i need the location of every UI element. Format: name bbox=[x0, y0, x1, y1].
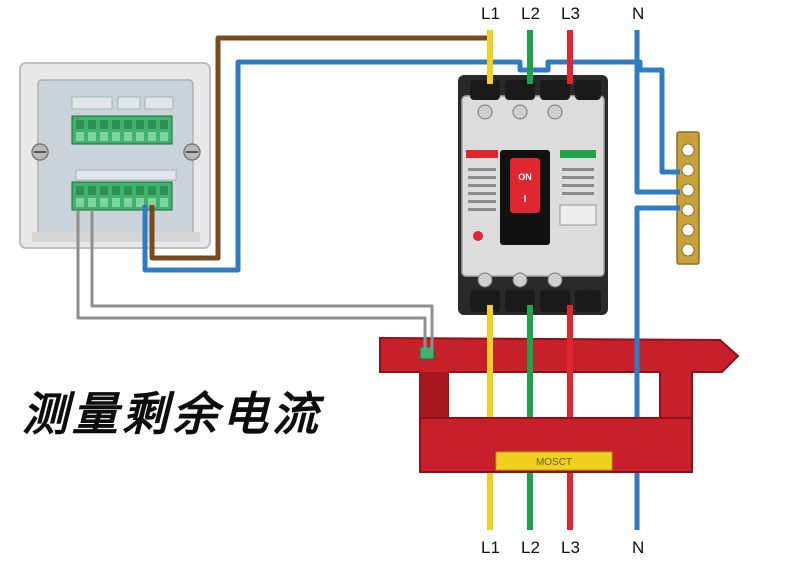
terminal-screw-icon bbox=[160, 120, 168, 129]
phase-label-n-top: N bbox=[632, 4, 645, 23]
terminal-slot bbox=[124, 198, 132, 207]
terminal-slot bbox=[76, 198, 84, 207]
test-button-icon bbox=[473, 231, 483, 241]
terminal-slot bbox=[136, 198, 144, 207]
terminal-screw-icon bbox=[112, 120, 120, 129]
terminal-screw-icon bbox=[76, 186, 84, 195]
terminal-slot bbox=[160, 198, 168, 207]
terminal-screw-icon bbox=[100, 186, 108, 195]
terminal-slot bbox=[76, 132, 84, 141]
terminal-screw-icon bbox=[148, 120, 156, 129]
terminal-screw-icon bbox=[100, 120, 108, 129]
residual-current-relay bbox=[19, 62, 211, 249]
phase-label-l3-top: L3 bbox=[561, 4, 580, 23]
terminal-screw-icon bbox=[88, 186, 96, 195]
terminal-screw-icon bbox=[124, 186, 132, 195]
lower-terminal-block bbox=[71, 181, 173, 211]
breaker-handle-mark: I bbox=[524, 194, 527, 205]
upper-terminal-block bbox=[71, 115, 173, 145]
terminal-slot bbox=[112, 198, 120, 207]
terminal-screw-icon bbox=[136, 120, 144, 129]
terminal-screw-icon bbox=[136, 186, 144, 195]
terminal-slot bbox=[88, 132, 96, 141]
phase-label-l2-bottom: L2 bbox=[521, 538, 540, 557]
terminal-slot bbox=[100, 198, 108, 207]
terminal-slot bbox=[88, 198, 96, 207]
terminal-screw-icon bbox=[112, 186, 120, 195]
terminal-screw-icon bbox=[124, 120, 132, 129]
phase-label-l1-bottom: L1 bbox=[481, 538, 500, 557]
diagram-title: 测量剩余电流 bbox=[22, 387, 322, 441]
terminal-slot bbox=[100, 132, 108, 141]
terminal-screw-icon bbox=[88, 120, 96, 129]
terminal-screw-icon bbox=[160, 186, 168, 195]
terminal-screw-icon bbox=[76, 120, 84, 129]
terminal-slot bbox=[148, 132, 156, 141]
phase-label-l1-top: L1 bbox=[481, 4, 500, 23]
terminal-slot bbox=[112, 132, 120, 141]
terminal-screw-icon bbox=[148, 186, 156, 195]
phase-label-l3-bottom: L3 bbox=[561, 538, 580, 557]
ct-front-label: MOSCT bbox=[536, 457, 572, 468]
current-transformer-front: MOSCT bbox=[419, 417, 693, 473]
breaker-handle-text: ON bbox=[518, 172, 532, 182]
phase-label-l2-top: L2 bbox=[521, 4, 540, 23]
terminal-slot bbox=[136, 132, 144, 141]
terminal-slot bbox=[124, 132, 132, 141]
circuit-breaker: ON I bbox=[458, 75, 608, 315]
phase-label-n-bottom: N bbox=[632, 538, 645, 557]
terminal-slot bbox=[148, 198, 156, 207]
neutral-busbar bbox=[676, 131, 700, 265]
terminal-slot bbox=[160, 132, 168, 141]
breaker-handle bbox=[510, 158, 540, 213]
